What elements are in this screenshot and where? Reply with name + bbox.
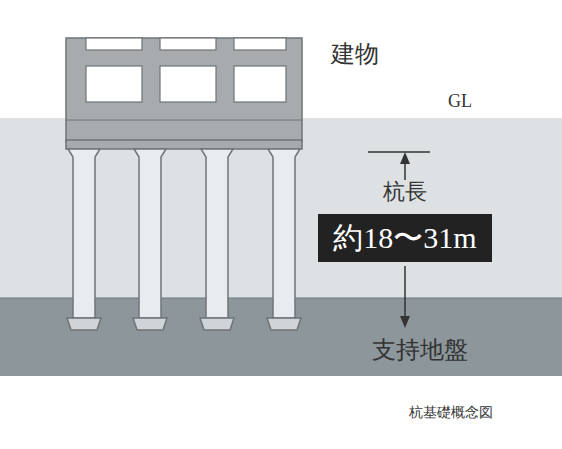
ground-level-label: GL (448, 91, 472, 112)
piles (67, 149, 301, 330)
dimension-value: 約18〜31m (333, 220, 476, 256)
caption: 杭基礎概念図 (409, 405, 493, 421)
building (66, 38, 302, 149)
dimension-box: 約18〜31m (318, 214, 492, 262)
bearing-stratum-label: 支持地盤 (372, 337, 468, 365)
pile-length-label: 杭長 (383, 179, 427, 204)
building-label: 建物 (331, 41, 379, 69)
